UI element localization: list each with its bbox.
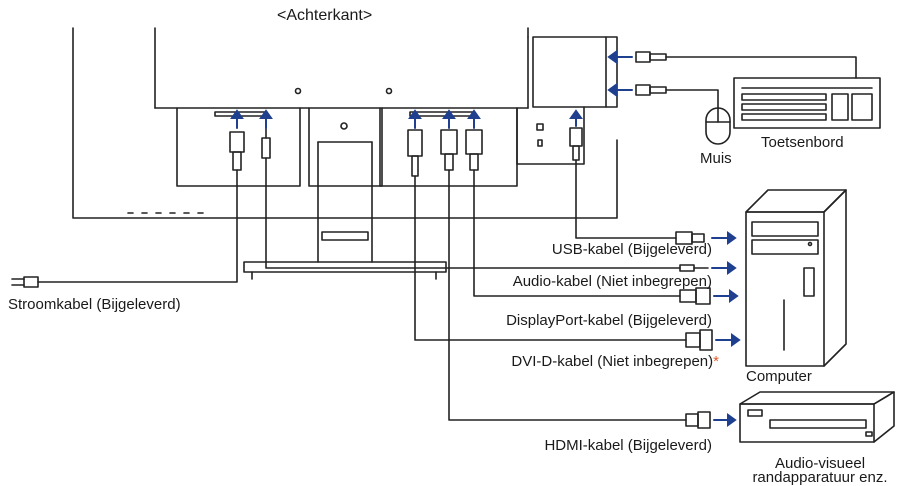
keyboard-icon bbox=[733, 77, 881, 129]
usb-upstream-cable bbox=[569, 127, 705, 245]
audio-cable bbox=[261, 127, 709, 272]
dvi-cable bbox=[407, 129, 713, 351]
diagram-title: <Achterkant> bbox=[277, 7, 373, 24]
power-cable bbox=[11, 131, 245, 288]
dvi-note-mark: * bbox=[713, 353, 719, 370]
label-dvi-text: DVI-D-kabel (Niet inbegrepen) bbox=[511, 353, 714, 370]
label-hdmi-cable: HDMI-kabel (Bijgeleverd) bbox=[544, 437, 712, 454]
hdmi-cable bbox=[440, 129, 711, 429]
label-av-line1: Audio-visueel bbox=[774, 455, 866, 472]
computer-icon bbox=[745, 189, 847, 367]
keyboard-cable bbox=[635, 51, 857, 79]
label-dvi-cable: DVI-D-kabel (Niet inbegrepen)* bbox=[511, 354, 719, 369]
label-mouse: Muis bbox=[700, 150, 732, 167]
monitor-back bbox=[72, 27, 618, 280]
displayport-cable bbox=[465, 129, 711, 305]
label-computer: Computer bbox=[746, 368, 812, 385]
label-audio-cable: Audio-kabel (Niet inbegrepen) bbox=[512, 273, 712, 290]
mouse-icon bbox=[705, 107, 731, 145]
label-displayport-cable: DisplayPort-kabel (Bijgeleverd) bbox=[506, 312, 712, 329]
label-usb-cable: USB-kabel (Bijgeleverd) bbox=[551, 241, 712, 258]
label-keyboard: Toetsenbord bbox=[761, 134, 844, 151]
arrows bbox=[230, 50, 741, 427]
label-av-line2: randapparatuur enz. bbox=[752, 469, 888, 486]
label-power-cable: Stroomkabel (Bijgeleverd) bbox=[8, 296, 181, 313]
av-device-icon bbox=[739, 391, 895, 443]
mouse-cable bbox=[635, 84, 719, 109]
